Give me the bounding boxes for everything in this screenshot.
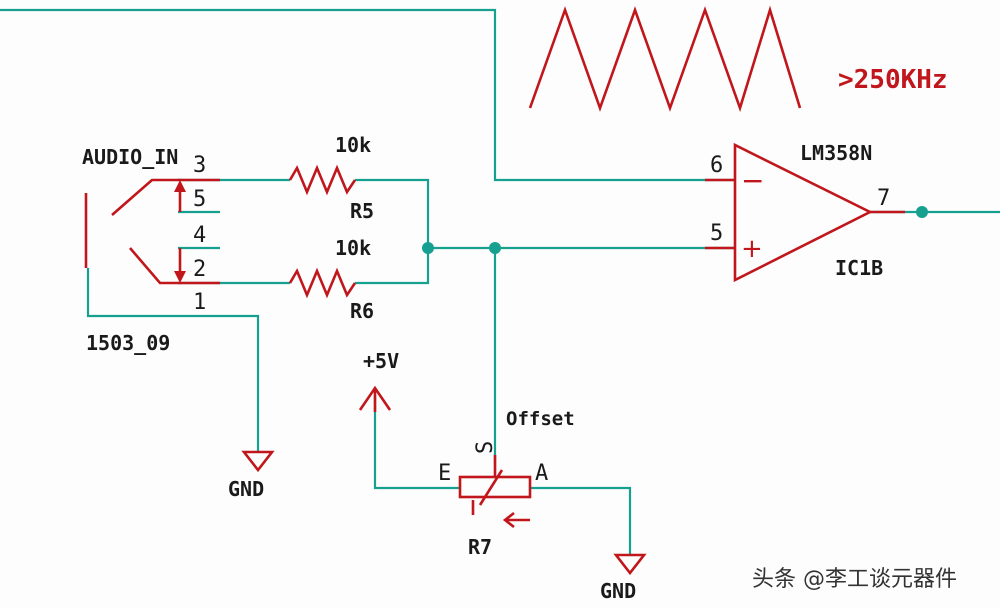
opamp-minus-sign: − (741, 164, 764, 197)
opamp-pin-7: 7 (877, 186, 890, 211)
r5-value: 10k (335, 133, 371, 157)
watermark-text: 头条 @李工谈元器件 (752, 567, 957, 592)
pot-pin-s: S (473, 441, 498, 454)
pot-wiper-slash (478, 469, 504, 506)
gnd-label-right: GND (600, 579, 636, 603)
jack-pin-1: 1 (193, 290, 206, 315)
opamp-plus-sign: + (741, 234, 763, 264)
pot-pin-e: E (438, 461, 451, 486)
gnd-symbol-left (241, 450, 275, 473)
wire-pot-gnd (530, 486, 632, 555)
resistor-r6 (288, 267, 357, 299)
opamp-pin-6: 6 (710, 153, 723, 178)
wire-inverting-input (0, 8, 735, 182)
jack-name: AUDIO_IN (82, 145, 178, 169)
jack-arrow-down (174, 271, 186, 283)
gnd-label-left: GND (228, 477, 264, 501)
gnd-symbol-right (613, 553, 647, 576)
opamp-pin-5: 5 (710, 221, 723, 246)
frequency-label: >250KHz (838, 65, 948, 95)
resistor-r5 (288, 164, 357, 196)
opamp-part-number: LM358N (800, 141, 872, 165)
wire-pin1-gnd (86, 268, 260, 452)
junction-dot (916, 206, 928, 218)
junction-dot (422, 242, 434, 254)
jack-pin-3: 3 (193, 153, 206, 178)
wire-vcc-pot (373, 395, 460, 490)
pot-label-offset: Offset (506, 408, 575, 430)
jack-contact-top (111, 178, 180, 216)
pot-ref: R7 (468, 535, 492, 559)
pot-adjust-arrow-head (502, 511, 515, 529)
wire-r6-node (355, 248, 430, 285)
triangle-waveform (528, 5, 802, 113)
jack-pin-5: 5 (193, 187, 206, 212)
jack-pin-2: 2 (193, 257, 206, 282)
vcc-label: +5V (363, 349, 399, 373)
jack-part-number: 1503_09 (86, 331, 170, 355)
jack-arrow-up (174, 180, 186, 192)
opamp-ref: IC1B (835, 256, 883, 280)
junction-dot (489, 242, 501, 254)
wire-r5-node (355, 178, 430, 248)
pot-pin-a: A (535, 461, 548, 486)
r5-ref: R5 (350, 199, 374, 223)
jack-contact-bottom (129, 247, 180, 285)
r6-ref: R6 (350, 299, 374, 323)
opamp-triangle (733, 142, 873, 283)
jack-pin-4: 4 (193, 223, 206, 248)
r6-value: 10k (335, 236, 371, 260)
